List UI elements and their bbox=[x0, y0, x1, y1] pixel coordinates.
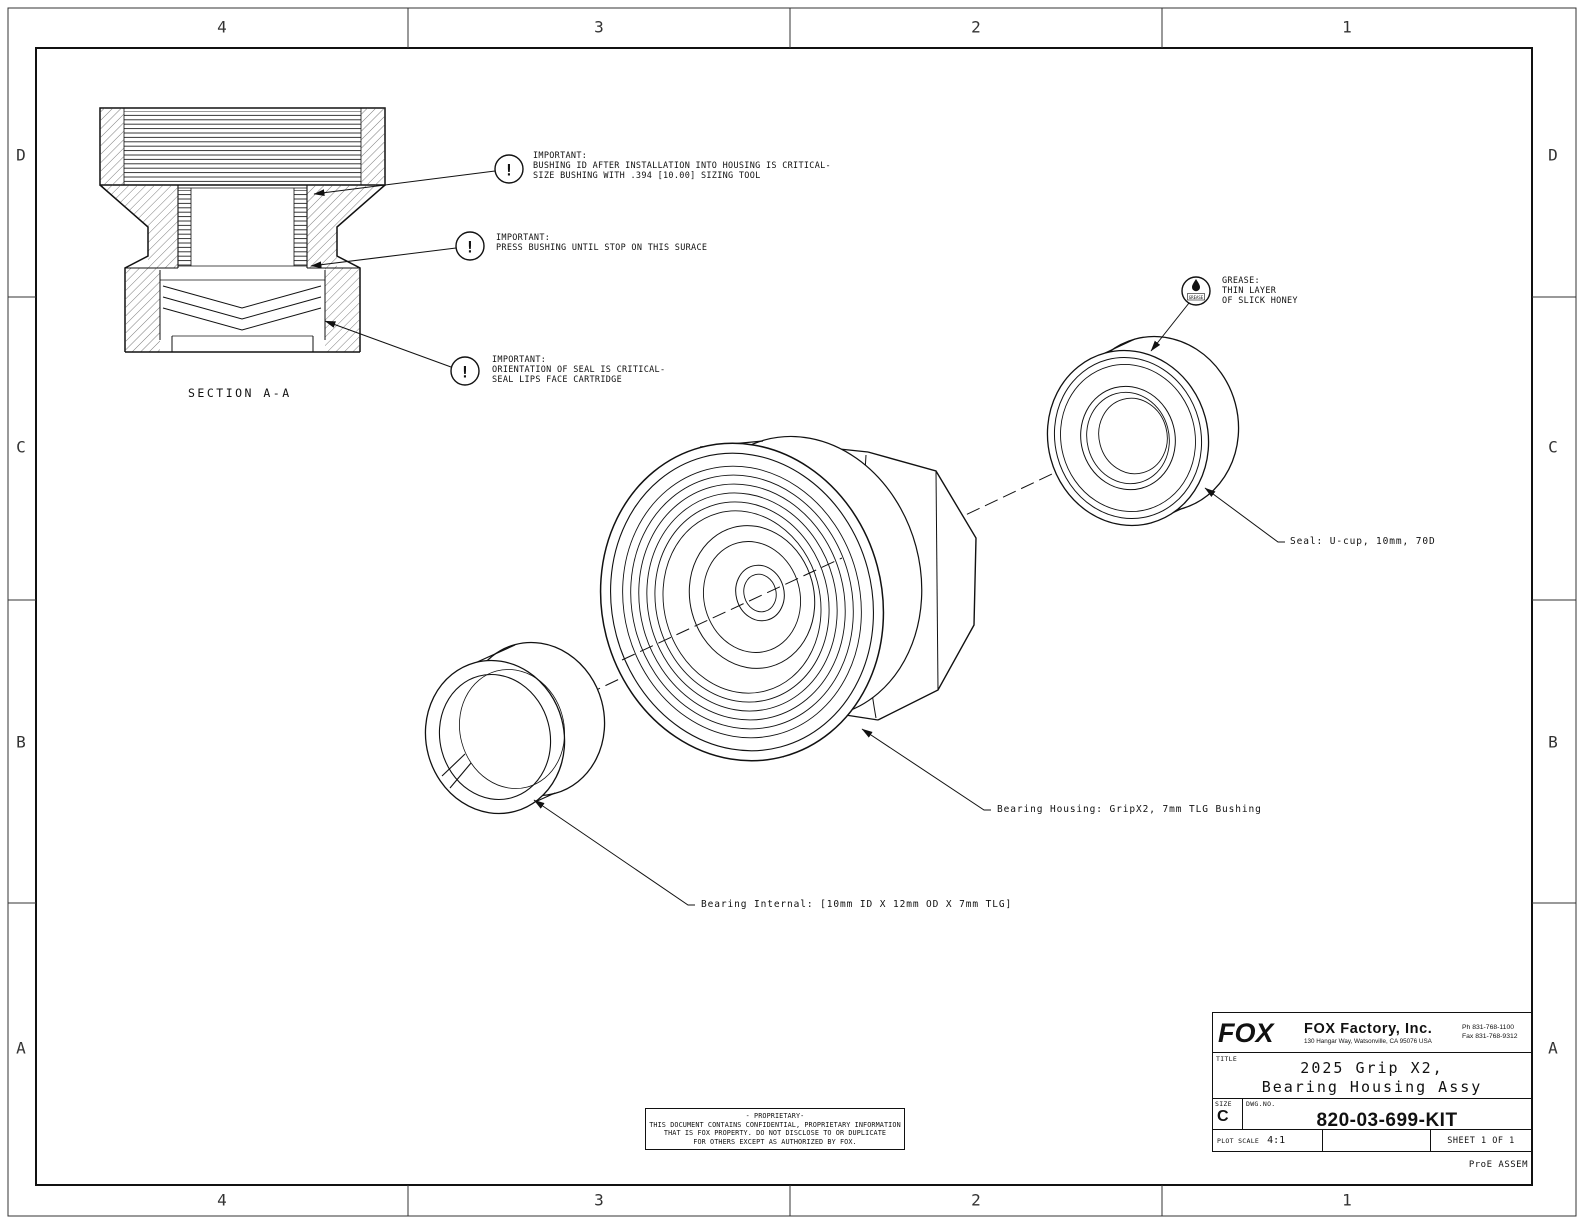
dwg-number: 820-03-699-KIT bbox=[1316, 1110, 1458, 1131]
zone-row-right-d: D bbox=[1548, 145, 1558, 165]
callout-line: BUSHING ID AFTER INSTALLATION INTO HOUSI… bbox=[533, 161, 831, 171]
exclamation-icon: ! bbox=[465, 238, 475, 257]
cad-system-note: ProE ASSEM bbox=[1468, 1160, 1528, 1170]
proprietary-line: THIS DOCUMENT CONTAINS CONFIDENTIAL, PRO… bbox=[649, 1120, 901, 1129]
drawing-title-line1: 2025 Grip X2, bbox=[1300, 1059, 1444, 1077]
zone-ticks bbox=[8, 8, 1576, 1216]
company-name: FOX Factory, Inc. bbox=[1304, 1020, 1433, 1037]
fox-logo-text: FOX bbox=[1218, 1018, 1275, 1048]
zone-row-left-a: A bbox=[16, 1038, 26, 1058]
title-field-label: TITLE bbox=[1216, 1055, 1238, 1063]
grease-callout-icon: GREASE bbox=[1181, 276, 1211, 306]
zone-row-right-c: C bbox=[1548, 437, 1558, 457]
company-phone: Ph 831-768-1100 bbox=[1462, 1024, 1515, 1031]
size-field-label: SIZE bbox=[1215, 1100, 1232, 1108]
proprietary-line: THAT IS FOX PROPERTY. DO NOT DISCLOSE TO… bbox=[663, 1129, 887, 1138]
important-callout-icon-3: ! bbox=[450, 356, 480, 386]
bearing-internal-part-label: Bearing Internal: [10mm ID X 12mm OD X 7… bbox=[701, 899, 1013, 910]
seal-part-label: Seal: U-cup, 10mm, 70D bbox=[1290, 536, 1436, 547]
important-callout-icon-1: ! bbox=[494, 154, 524, 184]
zone-row-left-b: B bbox=[16, 732, 26, 752]
sheet-number: SHEET 1 OF 1 bbox=[1447, 1135, 1515, 1146]
company-fax: Fax 831-768-9312 bbox=[1462, 1032, 1518, 1040]
grease-icon-label: GREASE bbox=[1189, 295, 1204, 300]
title-block-spacer-cell bbox=[1323, 1130, 1431, 1151]
section-view-drawing bbox=[99, 107, 386, 353]
title-block-title-row: TITLE 2025 Grip X2, Bearing Housing Assy bbox=[1213, 1053, 1531, 1099]
callout-line: SIZE BUSHING WITH .394 [10.00] SIZING TO… bbox=[533, 171, 761, 181]
drawing-frame bbox=[7, 7, 1577, 1217]
bearing-housing-part-label: Bearing Housing: GripX2, 7mm TLG Bushing bbox=[997, 804, 1262, 815]
callout-line: ORIENTATION OF SEAL IS CRITICAL- bbox=[492, 365, 666, 375]
plot-scale-value: 4:1 bbox=[1267, 1135, 1286, 1146]
zone-col-bottom-1: 1 bbox=[1342, 1190, 1352, 1210]
company-contact: Ph 831-768-1100 Fax 831-768-9312 bbox=[1462, 1024, 1528, 1041]
callout-line: THIN LAYER bbox=[1222, 286, 1277, 296]
callout-line: PRESS BUSHING UNTIL STOP ON THIS SURACE bbox=[496, 243, 708, 253]
zone-row-right-a: A bbox=[1548, 1038, 1558, 1058]
zone-row-left-c: C bbox=[16, 437, 26, 457]
bearing-housing-drawing bbox=[599, 435, 977, 762]
callout-title: GREASE: bbox=[1222, 276, 1260, 286]
grease-drop-icon bbox=[1192, 279, 1200, 292]
proprietary-line: FOR OTHERS EXCEPT AS AUTHORIZED BY FOX. bbox=[693, 1137, 857, 1146]
callout-line: SEAL LIPS FACE CARTRIDGE bbox=[492, 375, 623, 385]
zone-row-right-b: B bbox=[1548, 732, 1558, 752]
zone-col-top-2: 2 bbox=[971, 17, 981, 37]
zone-col-top-3: 3 bbox=[594, 17, 604, 37]
size-value: C bbox=[1217, 1108, 1229, 1125]
plot-scale-cell: PLOT SCALE 4:1 bbox=[1213, 1130, 1323, 1151]
size-cell: SIZE C bbox=[1213, 1099, 1243, 1129]
fox-logo: FOX bbox=[1216, 1018, 1302, 1048]
zone-col-top-4: 4 bbox=[217, 17, 227, 37]
title-block-scale-row: PLOT SCALE 4:1 SHEET 1 OF 1 bbox=[1213, 1130, 1531, 1151]
callout-seal-orientation-note: IMPORTANT: ORIENTATION OF SEAL IS CRITIC… bbox=[492, 355, 665, 385]
company-address: 130 Hangar Way, Watsonville, CA 95076 US… bbox=[1304, 1037, 1432, 1045]
zone-row-left-d: D bbox=[16, 145, 26, 165]
dwg-cell: DWG.NO. 820-03-699-KIT bbox=[1243, 1099, 1531, 1131]
zone-col-top-1: 1 bbox=[1342, 17, 1352, 37]
title-block-number-row: SIZE C DWG.NO. 820-03-699-KIT bbox=[1213, 1099, 1531, 1131]
seal-drawing bbox=[1046, 335, 1240, 527]
proprietary-line: - PROPRIETARY- bbox=[745, 1112, 805, 1120]
title-block: FOX FOX Factory, Inc. 130 Hangar Way, Wa… bbox=[1212, 1012, 1532, 1152]
zone-col-bottom-3: 3 bbox=[594, 1190, 604, 1210]
exclamation-icon: ! bbox=[504, 161, 514, 180]
callout-title: IMPORTANT: bbox=[492, 355, 547, 365]
callout-title: IMPORTANT: bbox=[496, 233, 551, 243]
zone-col-bottom-2: 2 bbox=[971, 1190, 981, 1210]
company-block: FOX Factory, Inc. 130 Hangar Way, Watson… bbox=[1302, 1021, 1462, 1045]
callout-press-bushing-note: IMPORTANT: PRESS BUSHING UNTIL STOP ON T… bbox=[496, 233, 707, 253]
proprietary-notice: - PROPRIETARY- THIS DOCUMENT CONTAINS CO… bbox=[645, 1108, 905, 1150]
drawing-title-line2: Bearing Housing Assy bbox=[1261, 1078, 1483, 1096]
zone-col-bottom-4: 4 bbox=[217, 1190, 227, 1210]
part-leader-lines bbox=[533, 487, 1285, 906]
callout-leader-lines bbox=[310, 170, 1190, 368]
title-block-header-row: FOX FOX Factory, Inc. 130 Hangar Way, Wa… bbox=[1213, 1013, 1531, 1053]
callout-title: IMPORTANT: bbox=[533, 151, 588, 161]
important-callout-icon-2: ! bbox=[455, 231, 485, 261]
plot-scale-label: PLOT SCALE bbox=[1217, 1136, 1260, 1145]
section-view-label: SECTION A-A bbox=[188, 386, 292, 400]
callout-line: OF SLICK HONEY bbox=[1222, 296, 1298, 306]
grease-note: GREASE: THIN LAYER OF SLICK HONEY bbox=[1222, 276, 1298, 306]
drawing-title: 2025 Grip X2, Bearing Housing Assy bbox=[1213, 1053, 1531, 1097]
fox-logo-icon: FOX bbox=[1218, 1018, 1275, 1048]
dwg-field-label: DWG.NO. bbox=[1246, 1100, 1276, 1108]
bushing-drawing bbox=[424, 641, 606, 815]
callout-bushing-id-note: IMPORTANT: BUSHING ID AFTER INSTALLATION… bbox=[533, 151, 831, 181]
exclamation-icon: ! bbox=[460, 363, 470, 382]
